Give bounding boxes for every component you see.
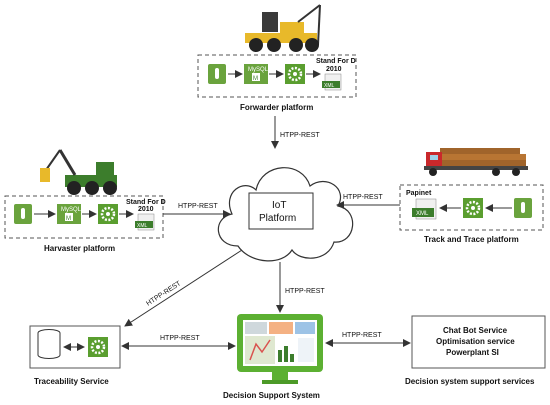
harvester-machine-icon	[40, 149, 117, 195]
harvester-mysql-letter: M	[66, 216, 71, 222]
edge-iot-traceability	[124, 249, 243, 327]
edge-dss-traceability-label: HTPP-REST	[160, 335, 200, 342]
track-xml-text: XML	[416, 211, 429, 217]
edge-track-iot-label: HTPP-REST	[343, 194, 383, 201]
forwarder-year: 2010	[326, 66, 342, 73]
forwarder-platform-label: Forwarder platform	[240, 103, 313, 112]
dss-monitor-icon	[237, 314, 323, 384]
log-truck-icon	[424, 148, 528, 176]
iot-title-line1: IoT	[272, 200, 286, 211]
traceability-label: Traceability Service	[34, 377, 109, 386]
iot-title-line2: Platform	[259, 213, 296, 224]
services-box	[411, 315, 546, 369]
forwarder-xml-text: XML	[324, 83, 335, 89]
harvester-xml-text: XML	[137, 223, 148, 229]
service-item-chatbot: Chat Bot Service	[443, 326, 508, 335]
forwarder-standard: Stand For D	[316, 58, 356, 65]
forwarder-xml-icon: XML	[322, 73, 342, 91]
harvester-standard: Stand For D	[126, 199, 166, 206]
service-item-powerplant: Powerplant SI	[446, 348, 499, 357]
forwarder-machine-icon	[245, 4, 321, 52]
dss-label: Decision Support System	[223, 391, 320, 400]
forwarder-gear-icon	[285, 64, 305, 84]
service-item-optimisation: Optimisation service	[436, 337, 515, 346]
track-xml-icon: XML	[412, 198, 437, 220]
edge-iot-dss-label: HTPP-REST	[285, 288, 325, 295]
harvester-gear-icon	[98, 204, 118, 224]
harvester-platform-label: Harvaster platform	[44, 244, 115, 253]
track-papinet: Papinet	[406, 190, 432, 197]
harvester-year: 2010	[138, 206, 154, 213]
forwarder-sensor-icon	[208, 64, 226, 84]
services-label: Decision system support services	[405, 377, 535, 386]
edge-forwarder-iot-label: HTPP-REST	[280, 132, 320, 139]
harvester-mysql-text: MySQL	[61, 207, 82, 213]
edge-harvester-iot-label: HTPP-REST	[178, 203, 218, 210]
forwarder-mysql-letter: M	[253, 76, 258, 82]
harvester-xml-icon: XML	[135, 213, 155, 231]
forwarder-mysql-icon: MySQL M	[244, 64, 269, 84]
forwarder-mysql-text: MySQL	[248, 67, 269, 73]
traceability-gear-icon	[88, 337, 108, 357]
track-gear-icon	[463, 198, 483, 218]
database-icon	[37, 329, 61, 359]
iot-cloud: IoT Platform	[217, 167, 354, 262]
edge-iot-traceability-label: HTPP-REST	[145, 280, 183, 308]
track-sensor-icon	[514, 198, 532, 218]
track-platform-label: Track and Trace platform	[424, 235, 519, 244]
harvester-mysql-icon: MySQL M	[57, 204, 82, 224]
harvester-sensor-icon	[14, 204, 32, 224]
edge-dss-services-label: HTPP-REST	[342, 332, 382, 339]
